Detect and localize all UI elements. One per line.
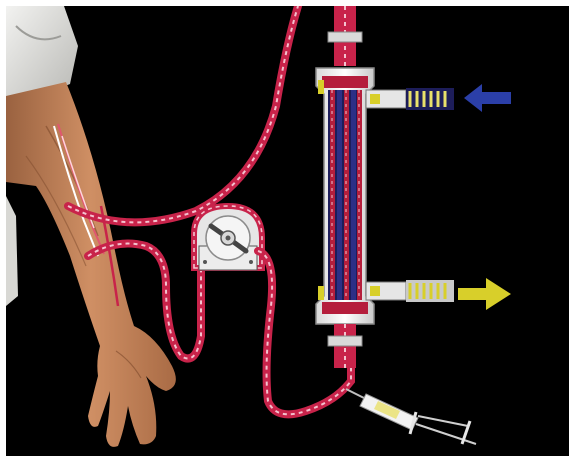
- hemodialysis-diagram: [6, 6, 569, 456]
- dialyzer-fibers: [330, 90, 362, 300]
- figure-frame: [6, 6, 569, 456]
- dialysate-inlet-port: [366, 88, 454, 110]
- dialyzer-icon: [316, 68, 374, 324]
- dialysate-outlet-port: [366, 280, 454, 302]
- blood-pump-icon: [194, 206, 262, 270]
